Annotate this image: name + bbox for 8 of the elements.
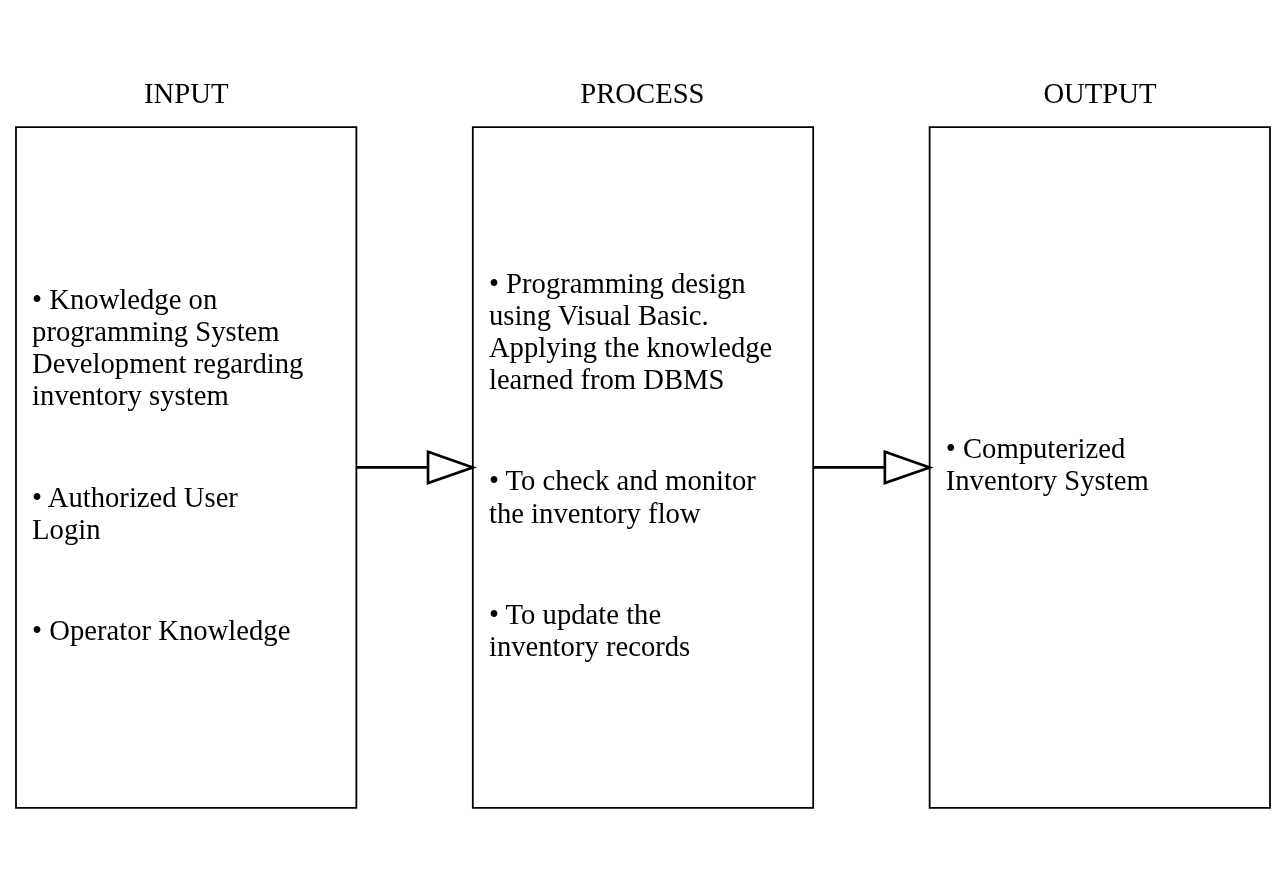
arrow bbox=[813, 449, 934, 486]
node-label: PROCESS bbox=[580, 77, 705, 110]
arrow bbox=[356, 449, 477, 486]
node-label: INPUT bbox=[144, 77, 229, 110]
node-box: • Knowledge on programming System Development regarding inventory system • Authorized User Login • Operator Knowledge bbox=[15, 126, 358, 809]
node-label: OUTPUT bbox=[1043, 77, 1157, 110]
node-box: • Programming design using Visual Basic. Applying the knowledge learned from DBMS • To check and monitor the inventory flow • To update the inventory records bbox=[471, 126, 815, 809]
node-box: • Computerized Inventory System bbox=[928, 126, 1271, 809]
